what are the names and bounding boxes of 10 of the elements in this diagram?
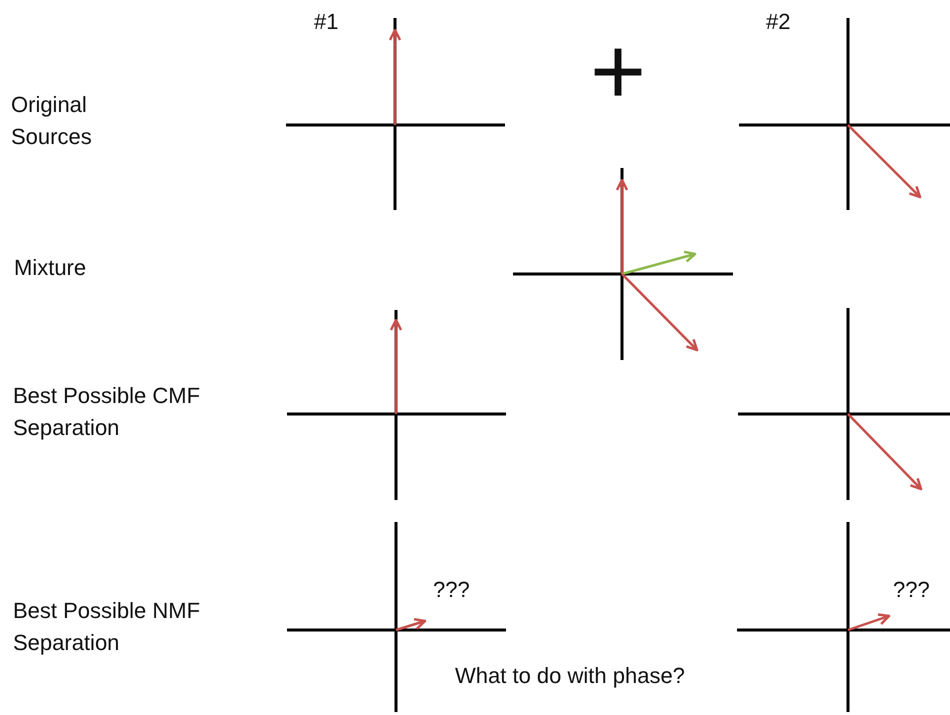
row-label: Best Possible NMF Separation — [13, 597, 202, 657]
note: What to do with phase? — [455, 662, 685, 690]
plot-number: #2 — [766, 8, 790, 36]
question-marks: ??? — [433, 576, 470, 604]
row-label: Best Possible CMF Separation — [13, 382, 202, 442]
plot-number: #1 — [314, 8, 338, 36]
question-marks: ??? — [893, 576, 930, 604]
plus-sign: + — [590, 22, 646, 122]
row-label: Original Sources — [11, 91, 93, 151]
row-label: Mixture — [14, 254, 86, 282]
